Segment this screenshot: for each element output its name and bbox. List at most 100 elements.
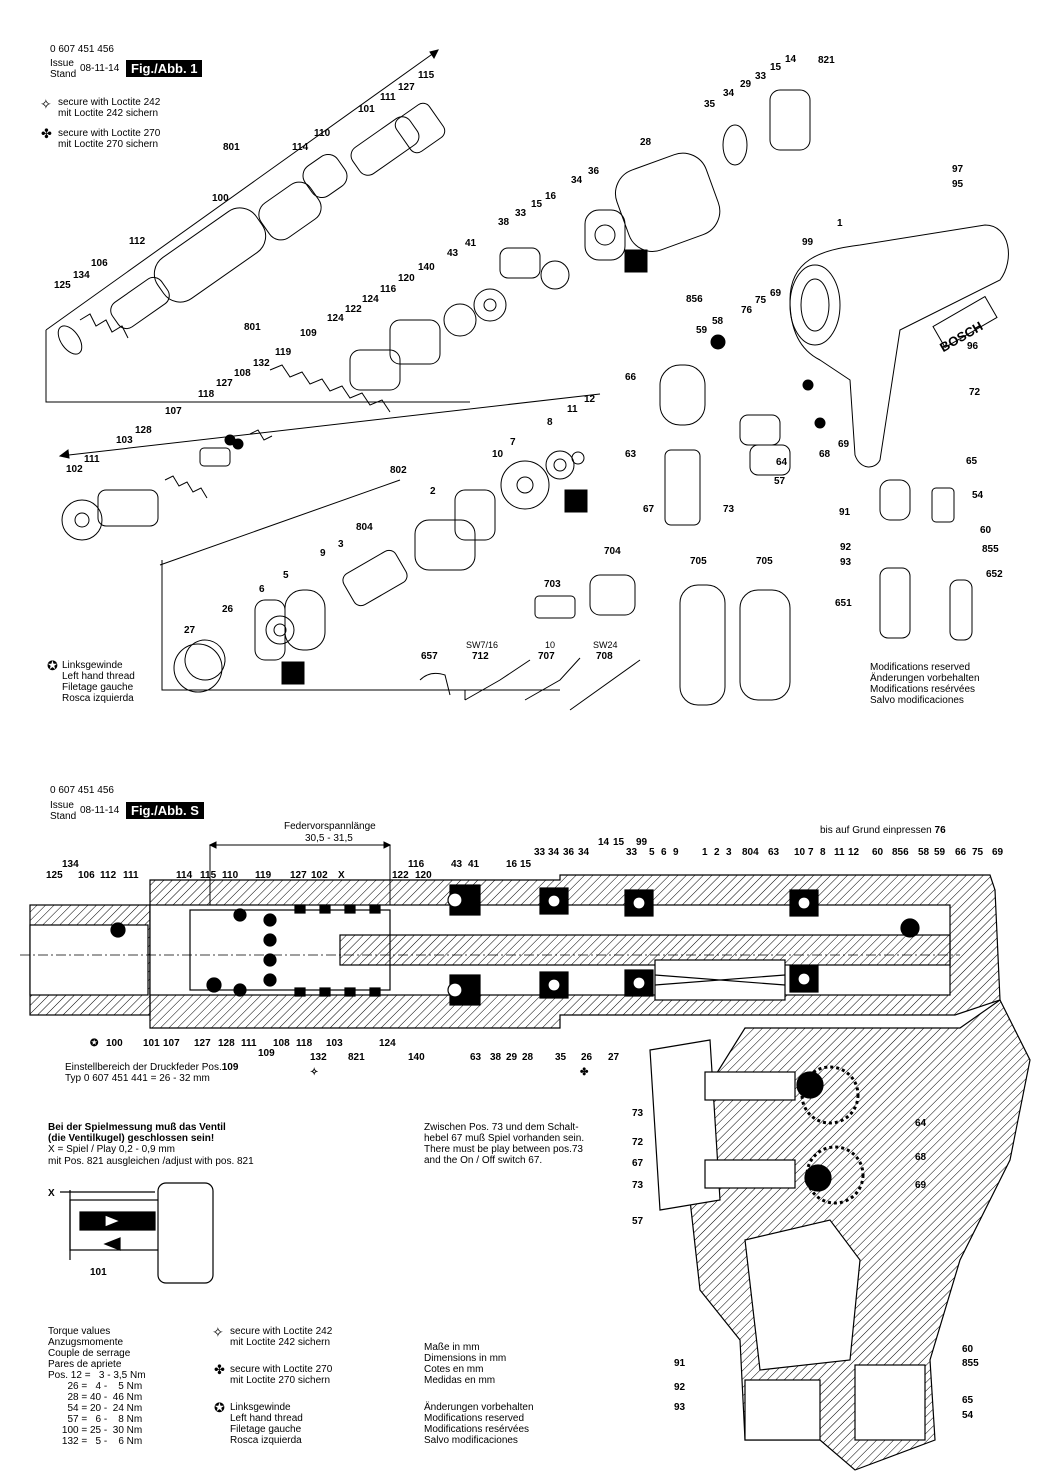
callout-top: 34 [578,847,590,858]
callout-fig1: 68 [819,449,831,460]
callout-top: 8 [820,847,826,858]
callout-grip: 91 [674,1358,686,1369]
callout-fig1: 11 [567,404,578,415]
figS-main-body [20,874,1001,1029]
callout-top: 110 [222,870,239,881]
figS-issue-label: Issue Stand [50,800,77,822]
callout-fig1: 99 [802,237,814,248]
play-detail-drawing [60,1182,214,1284]
callout-fig1: 110 [314,128,331,139]
upper-axis-arrowhead [429,49,439,59]
callout-fig1: 67 [643,504,655,515]
callout-top: 125 [46,870,63,881]
torque-row: 54 = 20 - 24 Nm [48,1403,143,1414]
callout-top: 69 [992,847,1004,858]
callout-grip: 93 [674,1402,686,1413]
callout-top: 112 [100,870,117,881]
callout-fig1: 64 [776,457,788,468]
callout-top: 9 [673,847,679,858]
callout-top: 99 [636,837,648,848]
callout-top: 41 [468,859,480,870]
callout-fig1: 703 [544,579,561,590]
mid-frame-line [45,330,470,403]
callout-fig1: 75 [755,295,767,306]
callout-top: 10 [794,847,806,858]
torque-row: 28 = 40 - 46 Nm [48,1392,143,1403]
fig1-spring-group [269,303,477,413]
callout-fig1: 134 [73,270,90,281]
fig1-housing-handle-group [659,224,1009,641]
callout-fig1: 73 [723,504,735,515]
callout-fig1: 652 [986,569,1003,580]
callout-bottom: 140 [408,1052,425,1063]
callout-fig1: 8 [547,417,553,428]
callout-fig1: 119 [275,347,292,358]
fig1-figure-label: Fig./Abb. 1 [126,60,203,77]
figS-handle-callouts: 73 72 67 73 57 64 68 69 91 92 93 60 855 … [632,1108,979,1421]
callout-top: 7 [808,847,814,858]
callout-fig1: 118 [198,389,215,400]
callout-fig1: 33 [515,208,527,219]
callout-top: 134 [62,859,79,870]
callout-grip: 54 [962,1410,974,1421]
callout-grip: 92 [674,1382,686,1393]
callout-grip: 855 [962,1358,979,1369]
callout-fig1: 708 [596,651,613,662]
callout-fig1: 140 [418,262,435,273]
callout-fig1: 14 [785,54,797,65]
loctite-270-icon: ✤ [41,126,52,141]
callout-bottom: 101 [143,1038,160,1049]
callout-bottom: 26 [581,1052,593,1063]
callout-fig1: 41 [465,238,477,249]
callout-fig1: 111 [84,454,100,465]
callout-top: 16 [506,859,518,870]
fig1-left-thread: Linksgewinde Left hand thread Filetage g… [62,660,135,704]
play-note-title: Bei der Spielmessung muß das Ventil (die… [48,1122,226,1144]
callout-top: 15 [613,837,625,848]
callout-fig1: 63 [625,449,637,460]
figS-modifications: Änderungen vorbehalten Modifications res… [424,1402,534,1446]
torque-row: 132 = 5 - 6 Nm [48,1436,143,1447]
callout-fig1: 856 [686,294,703,305]
play-detail-x-label: X [48,1188,55,1199]
fig1-spindle-group [57,102,446,355]
figS-issue-date: 08-11-14 [80,805,120,816]
callout-top: 114 [176,870,193,881]
callout-fig1: 54 [972,490,984,501]
left-thread-icon: ✪ [214,1400,225,1415]
loctite-242-icon: ✧ [310,1067,318,1078]
callout-fig1: 92 [840,542,852,553]
fig1-part-number: 0 607 451 456 [50,44,114,55]
callout-fig1: 93 [840,557,852,568]
callout-top: 63 [768,847,780,858]
fig1-accessories-group [173,574,791,711]
callout-fig1: 704 [604,546,621,557]
callout-top: 33 [534,847,546,858]
callout-bottom: 100 [106,1038,123,1049]
callout-top: 43 [451,859,463,870]
callout-fig1: 712 [472,651,489,662]
adjust-range-type: Typ 0 607 451 441 = 26 - 32 mm [65,1073,210,1084]
callout-fig1: 125 [54,280,71,291]
callout-top: 36 [563,847,575,858]
callout-bottom: 109 [258,1048,275,1059]
callout-top: 6 [661,847,667,858]
callout-top: 804 [742,847,759,858]
callout-fig1: 66 [625,372,637,383]
callout-fig1: 108 [234,368,251,379]
callout-top: 115 [200,870,217,881]
callout-top: 856 [892,847,909,858]
lower-axis-arrowhead [58,449,70,459]
callout-top: 127 [290,870,307,881]
callout-fig1: 115 [418,70,435,81]
callout-fig1: 12 [584,394,596,405]
callout-fig1: 657 [421,651,438,662]
callout-bottom: 35 [555,1052,567,1063]
callout-fig1: 111 [380,92,396,103]
callout-fig1: 5 [283,570,289,581]
lower-axis-line [59,393,601,457]
loctite-242-icon: ✧ [212,1324,224,1340]
loctite-270-icon: ✤ [580,1067,589,1078]
figS-part-number: 0 607 451 456 [50,785,114,796]
upper-axis-line [45,49,439,331]
